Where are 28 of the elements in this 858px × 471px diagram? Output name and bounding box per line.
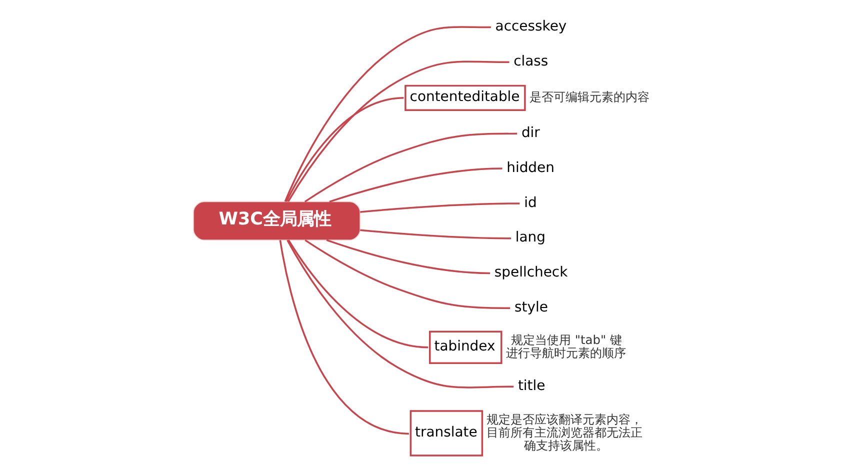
node-text: spellcheck [494,264,568,281]
connector [329,168,502,203]
connector [288,240,428,348]
node-box: tabindex [429,330,502,364]
node-label: 是否可编辑元素的内容 [529,90,650,104]
node-text: lang [515,230,546,246]
node-text: dir [521,124,540,141]
node-text: style [514,299,548,316]
connector [304,239,510,309]
node-box: W3C全局属性 [193,201,361,241]
node-box: translate [410,410,484,456]
node-label: 规定是否应该翻译元素内容，目前所有主流浏览器都无法正确支持该属性。 [486,412,643,453]
connector [286,240,514,388]
node-text: title [518,378,546,394]
connector [279,240,410,435]
node-text: hidden [506,160,554,176]
connector [326,239,490,274]
connector [286,97,404,202]
connector [360,202,520,213]
node-text: accesskey [495,18,567,35]
connector [360,229,511,240]
node-box: contenteditable [404,84,526,111]
connector [287,60,510,202]
node-text: id [524,194,537,211]
node-label: 规定当使用 "tab" 键进行导航时元素的顺序 [506,333,626,360]
connector [284,26,491,202]
node-text: class [514,53,548,70]
connector [304,132,518,202]
